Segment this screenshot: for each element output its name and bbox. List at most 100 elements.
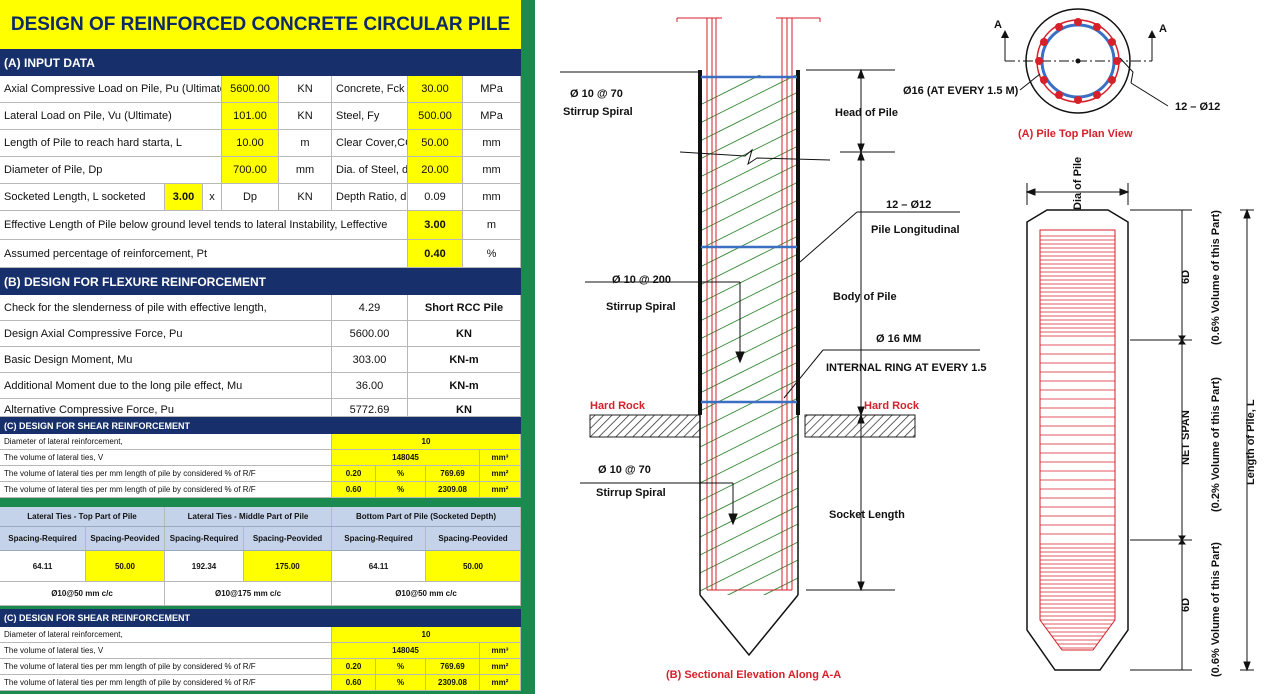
concrete-fck-input[interactable]: 30.00: [408, 76, 463, 102]
shear2-row-vol-02: The volume of lateral ties per mm length…: [0, 659, 521, 675]
sheet-title: DESIGN OF REINFORCED CONCRETE CIRCULAR P…: [0, 0, 521, 49]
unit: KN: [408, 399, 521, 416]
unit-2: mm: [463, 157, 521, 183]
subhead: Spacing-Peovided: [426, 527, 521, 550]
label-stirrup-top-sub: Stirrup Spiral: [563, 106, 633, 118]
row-label: Design Axial Compressive Force, Pu: [0, 321, 332, 346]
result-top: Ø10@50 mm c/c: [0, 582, 165, 605]
leaders-left: [560, 71, 980, 526]
row-label: The volume of lateral ties per mm length…: [0, 482, 332, 497]
subhead: Spacing-Peovided: [244, 527, 332, 550]
spacing-provided-bottom-input[interactable]: 50.00: [426, 551, 521, 581]
label-top-vol: (0.6% Volume of this Part): [1210, 210, 1222, 345]
unit: mm²: [480, 482, 521, 497]
shear-row-vol-02: The volume of lateral ties per mm length…: [0, 466, 521, 482]
section-shear-header: (C) DESIGN FOR SHEAR REINFORCEMENT: [0, 417, 521, 434]
pct-unit: %: [376, 675, 426, 690]
pct-input[interactable]: 0.20: [332, 466, 376, 481]
unit: mm²: [480, 675, 521, 690]
flexure-row-slenderness: Check for the slenderness of pile with e…: [0, 295, 521, 321]
unit: mm: [279, 157, 332, 183]
unit: KN-m: [408, 373, 521, 398]
row-label: The volume of lateral ties, V: [0, 450, 332, 465]
pile-length-input[interactable]: 10.00: [222, 130, 279, 156]
input-row-lateral-load: Lateral Load on Pile, Vu (Ultimate) 101.…: [0, 103, 521, 130]
row-label: The volume of lateral ties per mm length…: [0, 675, 332, 690]
row-label: Axial Compressive Load on Pile, Pu (Ulti…: [0, 76, 222, 102]
label-top-6d: 6D: [1180, 270, 1192, 284]
dim-dia: [1025, 183, 1130, 205]
input-row-axial-load: Axial Compressive Load on Pile, Pu (Ulti…: [0, 76, 521, 103]
effective-length-input[interactable]: 3.00: [408, 211, 463, 239]
plan-title: (A) Pile Top Plan View: [1018, 128, 1133, 140]
shear-row-vol-06: The volume of lateral ties per mm length…: [0, 482, 521, 498]
lateral-load-input[interactable]: 101.00: [222, 103, 279, 129]
label-hard-rock-left: Hard Rock: [590, 400, 646, 412]
lateral-dia-input[interactable]: 10: [332, 434, 521, 449]
vol-value: 769.69: [426, 466, 480, 481]
row-label-2: Dia. of Steel, db: [332, 157, 408, 183]
steel-fy-input[interactable]: 500.00: [408, 103, 463, 129]
shear2-row-dia: Diameter of lateral reinforcement, 10: [0, 627, 521, 643]
vol-value: 2309.08: [426, 482, 480, 497]
label-longitudinal-sub: Pile Longitudinal: [871, 224, 960, 236]
shear2-row-volume: The volume of lateral ties, V 148045 mm³: [0, 643, 521, 659]
spacing-required-middle: 192.34: [165, 551, 244, 581]
shear-row-dia: Diameter of lateral reinforcement, 10: [0, 434, 521, 450]
unit-2: MPa: [463, 76, 521, 102]
lateral-dia-input-2[interactable]: 10: [332, 627, 521, 642]
spacing-required-top: 64.11: [0, 551, 86, 581]
longitudinal-bars: [676, 17, 821, 591]
label-plan-a1: A: [994, 19, 1002, 31]
label-plan-a2: A: [1159, 23, 1167, 35]
group-bottom: Bottom Part of Pile (Socketed Depth): [332, 507, 521, 526]
ground-hatch-left: [589, 414, 701, 438]
unit-2: MPa: [463, 103, 521, 129]
unit: KN: [279, 184, 332, 210]
moment-value: 303.00: [332, 347, 408, 372]
pct-input[interactable]: 0.60: [332, 675, 376, 690]
pile-outline: [698, 70, 800, 657]
row-label-2: Clear Cover,CC: [332, 130, 408, 156]
label-bot-vol: (0.6% Volume of this Part): [1210, 542, 1222, 677]
reinforcement-pct-input[interactable]: 0.40: [408, 240, 463, 267]
row-label: Check for the slenderness of pile with e…: [0, 295, 332, 320]
row-label: Additional Moment due to the long pile e…: [0, 373, 332, 398]
unit: KN-m: [408, 347, 521, 372]
label-hard-rock-right: Hard Rock: [864, 400, 920, 412]
unit: KN: [279, 76, 332, 102]
row-label: The volume of lateral ties per mm length…: [0, 466, 332, 481]
steel-dia-input[interactable]: 20.00: [408, 157, 463, 183]
flexure-row-additional-moment: Additional Moment due to the long pile e…: [0, 373, 521, 399]
pct-input[interactable]: 0.20: [332, 659, 376, 674]
input-row-socketed: Socketed Length, L socketed 3.00 x Dp KN…: [0, 184, 521, 211]
dp-symbol: Dp: [222, 184, 279, 210]
pct-unit: %: [376, 482, 426, 497]
input-row-diameter: Diameter of Pile, Dp 700.00 mm Dia. of S…: [0, 157, 521, 184]
internal-rings: [701, 75, 797, 404]
clear-cover-input[interactable]: 50.00: [408, 130, 463, 156]
unit: m: [463, 211, 521, 239]
vol-value: 2309.08: [426, 675, 480, 690]
break-line: [679, 148, 831, 166]
subhead: Spacing-Required: [165, 527, 244, 550]
unit: KN: [279, 103, 332, 129]
dim-pile-parts: [806, 68, 895, 592]
unit: mm³: [480, 643, 521, 658]
group-top: Lateral Ties - Top Part of Pile: [0, 507, 165, 526]
alt-force-value: 5772.69: [332, 399, 408, 416]
axial-load-input[interactable]: 5600.00: [222, 76, 279, 102]
unit: KN: [408, 321, 521, 346]
label-head: Head of Pile: [835, 107, 898, 119]
result-middle: Ø10@175 mm c/c: [165, 582, 332, 605]
pct-unit: %: [376, 659, 426, 674]
flexure-row-moment: Basic Design Moment, Mu 303.00 KN-m: [0, 347, 521, 373]
socketed-length-input[interactable]: 3.00: [165, 184, 203, 210]
spacing-provided-middle-input[interactable]: 175.00: [244, 551, 332, 581]
spacing-provided-top-input[interactable]: 50.00: [86, 551, 165, 581]
label-bot-6d: 6D: [1180, 598, 1192, 612]
pile-diameter-input[interactable]: 700.00: [222, 157, 279, 183]
unit: %: [463, 240, 521, 267]
row-label: Lateral Load on Pile, Vu (Ultimate): [0, 103, 222, 129]
pct-input[interactable]: 0.60: [332, 482, 376, 497]
